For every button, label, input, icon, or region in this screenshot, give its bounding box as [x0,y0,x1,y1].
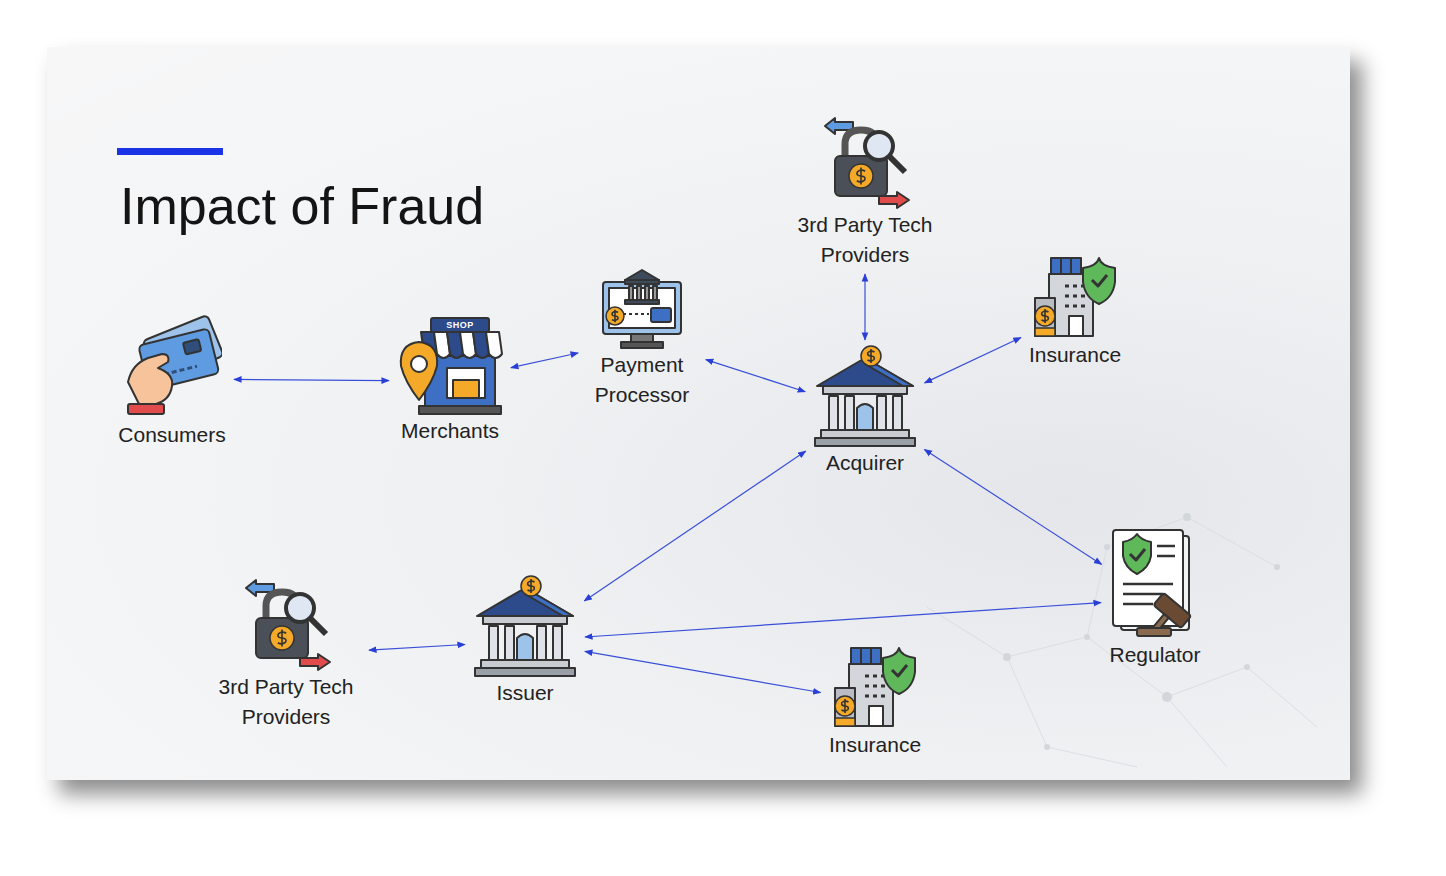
connector-arrow [924,450,1101,565]
reg-icon [1109,528,1201,640]
ins-icon [831,644,919,730]
connector-arrow [234,379,389,380]
card-icon [122,308,222,420]
title-accent-bar [117,148,223,155]
connector-arrow [706,360,805,392]
insurance-node: Insurance [1025,254,1126,370]
connector-arrow [864,274,865,340]
node-label: 3rd Party Tech Providers [790,210,940,270]
node-label: Acquirer [826,448,904,478]
shop-icon [397,316,503,416]
bank-icon [473,574,577,678]
consumer-node: Consumers [114,308,230,450]
shop-sign-text: SHOP [446,320,474,330]
proc-icon [599,268,685,350]
tech-provider-node: 3rd Party Tech Providers [786,116,944,270]
background-network [47,47,1350,780]
connector-arrow [925,338,1021,383]
connector-arrow [511,353,578,368]
connector-arrow [585,651,821,692]
ins-icon [1031,254,1119,340]
node-label: Regulator [1109,640,1200,670]
node-label: Insurance [1029,340,1121,370]
node-label: Consumers [118,420,225,450]
node-label: Issuer [496,678,553,708]
node-label: Insurance [829,730,921,760]
regulator-node: Regulator [1105,528,1205,670]
node-label: Merchants [401,416,499,446]
connector-arrow [585,603,1101,637]
slide-title: Impact of Fraud [120,176,484,236]
lock-icon [240,578,332,672]
node-label: 3rd Party Tech Providers [211,672,361,732]
merchant-node: Merchants SHOP [393,316,507,446]
connector-arrow [369,645,465,651]
tech-provider-node: 3rd Party Tech Providers [207,578,365,732]
lock-icon [819,116,911,210]
connector-arrow [584,451,805,601]
bank-icon [813,344,917,448]
bank-node: Acquirer [809,344,921,478]
slide-background [47,47,1350,780]
processor-node: Payment Processor [582,268,702,410]
bank-node: Issuer [469,574,581,708]
node-label: Payment Processor [586,350,698,410]
insurance-node: Insurance [825,644,926,760]
